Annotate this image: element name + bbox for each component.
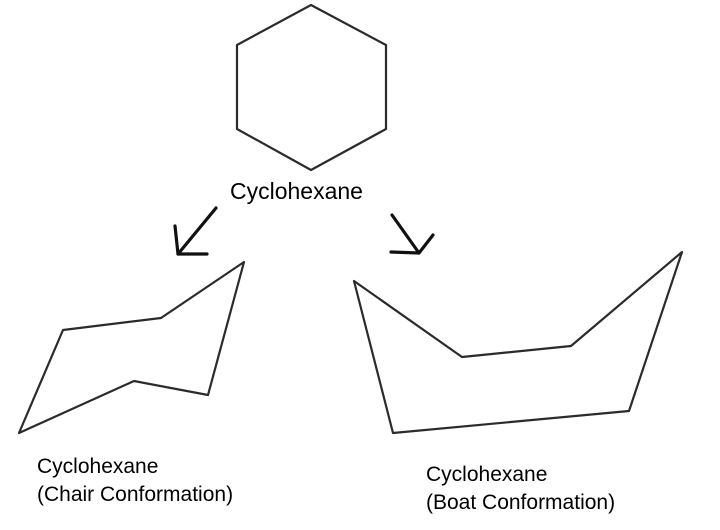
chair-conformation-shape — [17, 260, 246, 435]
boat-label-line2: (Boat Conformation) — [426, 491, 616, 514]
arrow-to-boat — [389, 213, 435, 255]
cyclohexane-label: Cyclohexane — [230, 178, 363, 204]
chair-label-line1: Cyclohexane — [37, 455, 159, 478]
chair-conformation-label: Cyclohexane (Chair Conformation) — [37, 453, 233, 509]
boat-conformation-label: Cyclohexane (Boat Conformation) — [426, 461, 615, 517]
boat-label-line1: Cyclohexane — [426, 463, 548, 486]
boat-conformation-shape — [352, 250, 684, 435]
arrow-to-chair — [173, 206, 218, 256]
chair-label-line2: (Chair Conformation) — [37, 483, 234, 506]
cyclohexane-hexagon — [235, 3, 388, 172]
